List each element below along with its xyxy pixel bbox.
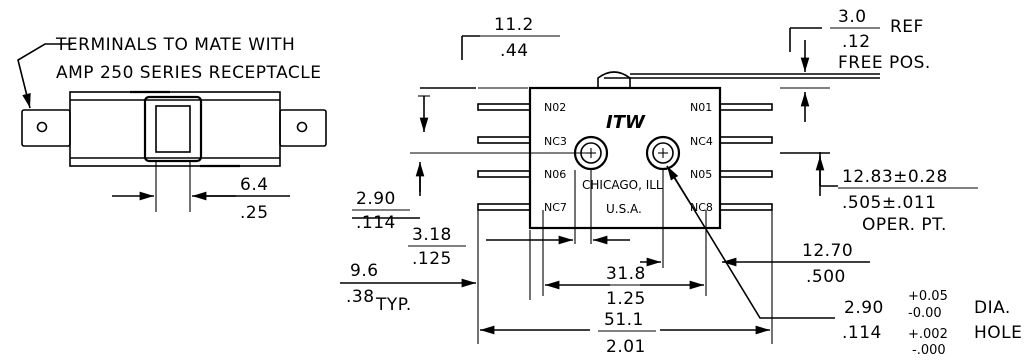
dim-51.1-mm: 51.1	[604, 310, 644, 330]
dim-12.83-in: .505±.011	[842, 193, 936, 213]
terminal-label-left-3: N06	[544, 168, 566, 181]
dim-12.70-mm: 12.70	[802, 241, 853, 261]
dim-3.18-mm: 3.18	[412, 225, 452, 245]
dimension-lines	[340, 27, 870, 344]
dim-hole-tol-mm-plus: +0.05	[908, 289, 948, 304]
terminal-label-left-1: N02	[544, 101, 566, 114]
dim-2.90-mm: 2.90	[356, 189, 396, 209]
terminal-label-right-1: N01	[690, 101, 712, 114]
dim-hole-tol-in-minus: -.000	[912, 343, 946, 358]
dim-hole-tol-in-plus: +.002	[908, 327, 948, 342]
dim-9.6-typ: TYP.	[375, 295, 412, 315]
terminal-label-right-4: NC8	[690, 201, 713, 214]
right-terminals	[719, 103, 773, 211]
dim-31.8-mm: 31.8	[606, 264, 646, 284]
front-view	[477, 71, 880, 230]
dim-12.83-mm: 12.83±0.28	[842, 167, 948, 187]
note-line1: TERMINALS TO MATE WITH	[55, 35, 295, 55]
dim-6.4-in: .25	[240, 203, 269, 223]
dim-3.0-ref: REF	[890, 17, 924, 37]
dim-9.6-mm: 9.6	[350, 261, 379, 281]
dim-3.0-free-pos: FREE POS.	[838, 53, 931, 73]
dim-11.2-mm: 11.2	[494, 15, 534, 35]
dim-31.8-in: 1.25	[606, 289, 646, 309]
dim-hole-hole: HOLE	[974, 323, 1022, 343]
dim-12.70-in: .500	[806, 267, 846, 287]
note-line2: AMP 250 SERIES RECEPTACLE	[56, 63, 322, 83]
dim-3.0-mm: 3.0	[838, 7, 867, 27]
dim-51.1-in: 2.01	[606, 337, 646, 357]
dim-hole-mm: 2.90	[844, 298, 884, 318]
dim-12.83-oper-pt: OPER. PT.	[862, 215, 947, 235]
left-terminals	[477, 103, 531, 211]
dim-hole-tol-mm-minus: -0.00	[908, 306, 942, 321]
dim-6.4-mm: 6.4	[240, 175, 269, 195]
dim-hole-dia: DIA.	[974, 298, 1011, 318]
brand-logo: ITW	[606, 112, 646, 133]
dim-9.6-in: .38	[346, 287, 375, 307]
terminal-label-left-2: NC3	[544, 135, 567, 148]
dim-2.90-in: .114	[356, 213, 396, 233]
country-label: U.S.A.	[606, 202, 642, 216]
side-view	[17, 43, 327, 212]
dim-3.18-in: .125	[412, 249, 452, 269]
dim-11.2-in: .44	[500, 41, 529, 61]
dim-3.0-in: .12	[842, 32, 871, 52]
terminal-label-left-4: NC7	[544, 201, 567, 214]
city-label: CHICAGO, ILL	[582, 178, 663, 192]
terminal-label-right-2: NC4	[690, 135, 713, 148]
dim-hole-in: .114	[842, 323, 882, 343]
terminal-label-right-3: N05	[690, 168, 712, 181]
